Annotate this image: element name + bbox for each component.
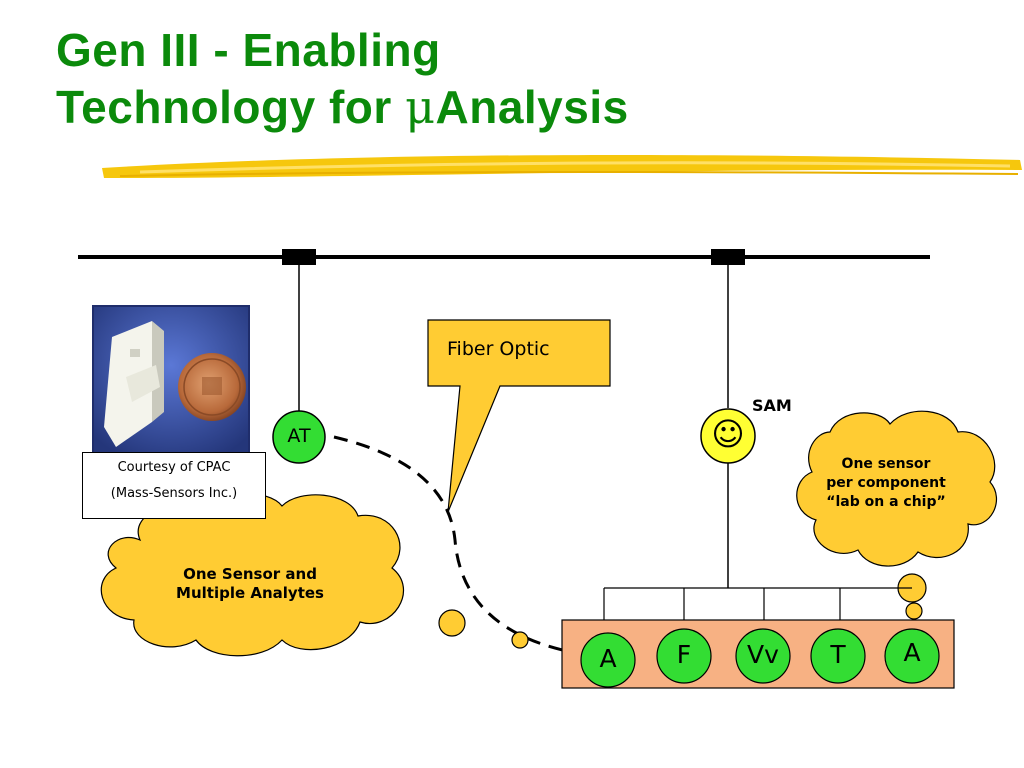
sensor-photo [92,305,250,455]
chip-sensor-2-label: F [676,640,692,669]
cloud-right-bubble-small [905,602,923,620]
sam-label: SAM [752,396,792,415]
thought-bubble-large [438,609,466,637]
chip-sensor-3-label: Vv [747,640,779,669]
cloud-right-line-2: per component [826,475,946,491]
thought-bubble-medium [511,631,529,649]
fiber-optic-dashed-path [333,435,583,656]
photo-credit-box: Courtesy of CPAC (Mass-Sensors Inc.) [82,452,266,519]
sensor-node-at [272,410,326,464]
photo-credit-line-1: Courtesy of CPAC [117,460,231,475]
cloud-right-line-3: “lab on a chip” [826,494,946,510]
fiber-optic-callout [427,319,611,513]
chip-sensor-4 [810,628,866,684]
photo-credit-line-2: (Mass-Sensors Inc.) [110,486,238,501]
cloud-right-text: One sensor per component “lab on a chip” [796,455,976,512]
title-mu-symbol: μ [405,80,436,134]
title-line-1: Gen III - Enabling [56,24,441,76]
sensor-photo-art [94,307,248,453]
slide-title: Gen III - Enabling Technology for μAnaly… [56,22,629,136]
title-line-2-suffix: Analysis [435,81,629,133]
chip-sensor-5-label: A [903,638,921,667]
chip-sensor-3 [735,628,791,684]
cloud-left-line-2: Multiple Analytes [176,584,324,602]
chip-sensor-1 [580,632,636,688]
chip-sensor-1-label: A [599,644,617,673]
chip-sensor-4-label: T [830,640,846,669]
fiber-optic-label: Fiber Optic [447,338,550,360]
sensor-node-sam [700,408,756,464]
smiley-icon: ☺ [711,415,745,453]
bus-connector-right [711,249,745,265]
cloud-right [796,410,997,567]
cloud-right-line-1: One sensor [841,456,931,472]
chip-sensor-5 [884,628,940,684]
sensor-at-label: AT [287,425,311,447]
title-underline [102,154,1022,178]
bus-connector-left [282,249,316,265]
title-line-2-prefix: Technology for [56,81,406,133]
cloud-left-text: One Sensor and Multiple Analytes [150,565,350,603]
chip-sensor-2 [656,628,712,684]
cloud-left-line-1: One Sensor and [183,565,317,583]
